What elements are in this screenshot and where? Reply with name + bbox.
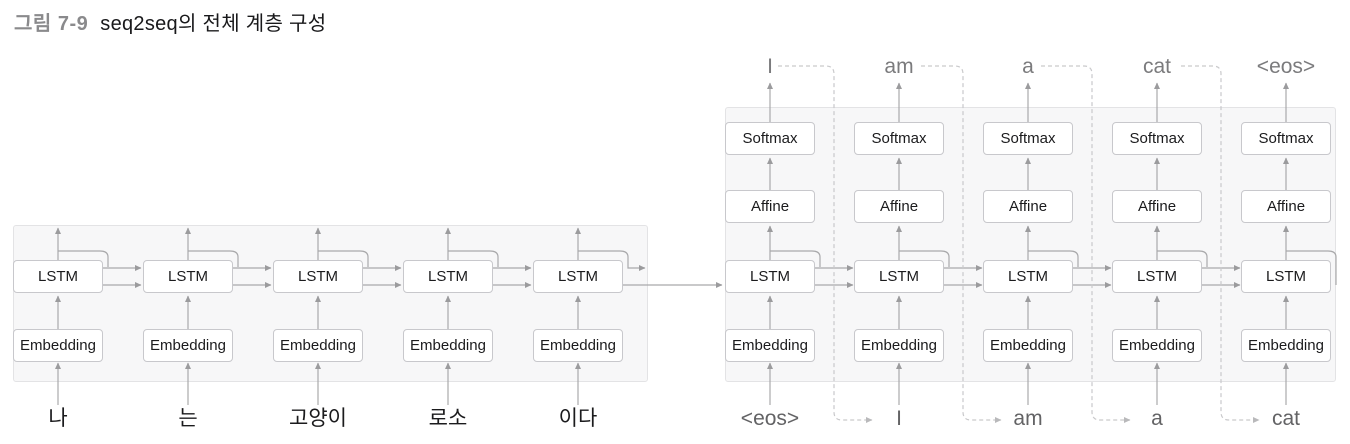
encoder-input-word: 로소: [428, 407, 468, 430]
encoder-lstm-box: LSTM: [533, 260, 623, 293]
decoder-softmax-box: Softmax: [983, 122, 1073, 155]
elbow: [1157, 250, 1208, 267]
figure-caption: seq2seq의 전체 계층 구성: [100, 13, 327, 35]
decoder-input-word: am: [1013, 407, 1043, 430]
decoder-embedding-box: Embedding: [1241, 329, 1331, 362]
dashed-feedback-arrow: [1041, 65, 1131, 423]
encoder-embedding-box: Embedding: [143, 329, 233, 362]
encoder-input-word: 는: [178, 407, 198, 430]
decoder-softmax-box: Softmax: [1112, 122, 1202, 155]
elbow: [578, 250, 646, 271]
decoder-output-word: cat: [1142, 55, 1172, 78]
dashed-feedback-arrow: [921, 65, 1002, 423]
encoder-embedding-box: Embedding: [13, 329, 103, 362]
decoder-affine-box: Affine: [983, 190, 1073, 223]
decoder-output-word: am: [884, 55, 914, 78]
dashed-feedback-arrow: [778, 65, 873, 423]
elbow: [1286, 250, 1337, 285]
dashed-feedback-arrow: [1181, 65, 1260, 423]
encoder-input-word: 고양이: [289, 407, 347, 430]
encoder-lstm-box: LSTM: [143, 260, 233, 293]
encoder-embedding-box: Embedding: [403, 329, 493, 362]
figure-title: 그림 7-9 seq2seq의 전체 계층 구성: [14, 7, 326, 36]
decoder-lstm-box: LSTM: [854, 260, 944, 293]
elbow: [448, 250, 499, 267]
elbow: [318, 250, 369, 267]
decoder-lstm-box: LSTM: [1112, 260, 1202, 293]
encoder-lstm-box: LSTM: [13, 260, 103, 293]
decoder-output-word: a: [1022, 55, 1034, 78]
decoder-connections: [767, 82, 1337, 405]
decoder-input-word: a: [1151, 407, 1163, 430]
elbow: [770, 250, 821, 267]
decoder-embedding-box: Embedding: [983, 329, 1073, 362]
encoder-lstm-box: LSTM: [403, 260, 493, 293]
encoder-embedding-box: Embedding: [273, 329, 363, 362]
decoder-embedding-box: Embedding: [854, 329, 944, 362]
decoder-input-word: <eos>: [740, 407, 800, 430]
decoder-softmax-box: Softmax: [1241, 122, 1331, 155]
encoder-input-word: 나: [48, 407, 68, 430]
decoder-affine-box: Affine: [1112, 190, 1202, 223]
encoder-connections: [55, 227, 723, 405]
decoder-affine-box: Affine: [725, 190, 815, 223]
figure-number-label: 그림 7-9: [14, 13, 89, 35]
decoder-softmax-box: Softmax: [725, 122, 815, 155]
encoder-input-word: 이다: [558, 407, 598, 430]
decoder-embedding-box: Embedding: [1112, 329, 1202, 362]
decoder-affine-box: Affine: [854, 190, 944, 223]
encoder-embedding-box: Embedding: [533, 329, 623, 362]
decoder-lstm-box: LSTM: [1241, 260, 1331, 293]
decoder-input-word: I: [896, 407, 902, 430]
feedback-dashed-lines: [778, 65, 1260, 423]
elbow: [1028, 250, 1079, 267]
decoder-output-word: <eos>: [1256, 55, 1316, 78]
elbow: [899, 250, 950, 267]
encoder-lstm-box: LSTM: [273, 260, 363, 293]
decoder-affine-box: Affine: [1241, 190, 1331, 223]
decoder-embedding-box: Embedding: [725, 329, 815, 362]
decoder-softmax-box: Softmax: [854, 122, 944, 155]
decoder-lstm-box: LSTM: [983, 260, 1073, 293]
elbow: [188, 250, 239, 267]
decoder-output-word: I: [767, 55, 773, 78]
decoder-input-word: cat: [1271, 407, 1301, 430]
elbow: [58, 250, 109, 267]
decoder-lstm-box: LSTM: [725, 260, 815, 293]
